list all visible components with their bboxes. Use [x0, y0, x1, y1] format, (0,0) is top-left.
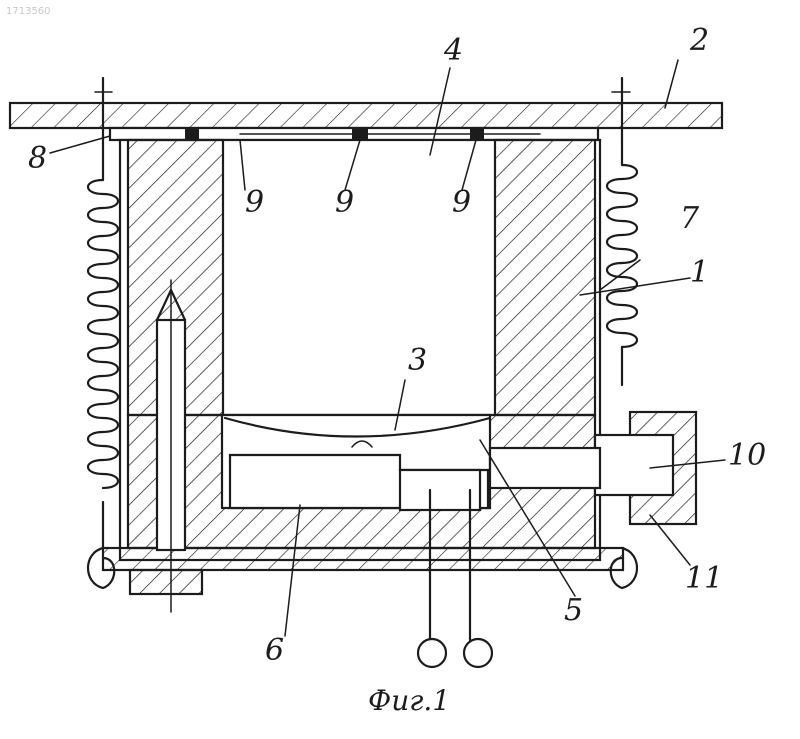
bottom-nut	[130, 570, 202, 594]
label-5: 5	[564, 593, 583, 628]
slot	[185, 128, 199, 140]
label-6: 6	[265, 633, 284, 668]
label-4: 4	[443, 33, 463, 68]
label-9-left: 9	[245, 185, 264, 220]
label-9-right: 9	[452, 185, 471, 220]
channel	[490, 448, 600, 488]
corner-number: 1713560	[6, 6, 51, 17]
label-1: 1	[690, 255, 709, 290]
bottom-plate	[103, 548, 623, 570]
left-spring	[88, 140, 118, 588]
figure-caption: Фиг.1	[368, 684, 450, 717]
right-wall	[495, 140, 595, 415]
label-8: 8	[28, 141, 47, 176]
label-11: 11	[685, 561, 723, 596]
label-10: 10	[728, 438, 766, 473]
label-9-middle: 9	[335, 185, 354, 220]
label-2: 2	[689, 23, 709, 58]
contact-block	[400, 470, 480, 510]
top-plate	[10, 103, 722, 128]
label-3: 3	[408, 343, 427, 378]
pipe	[595, 435, 673, 495]
label-7: 7	[680, 201, 700, 236]
